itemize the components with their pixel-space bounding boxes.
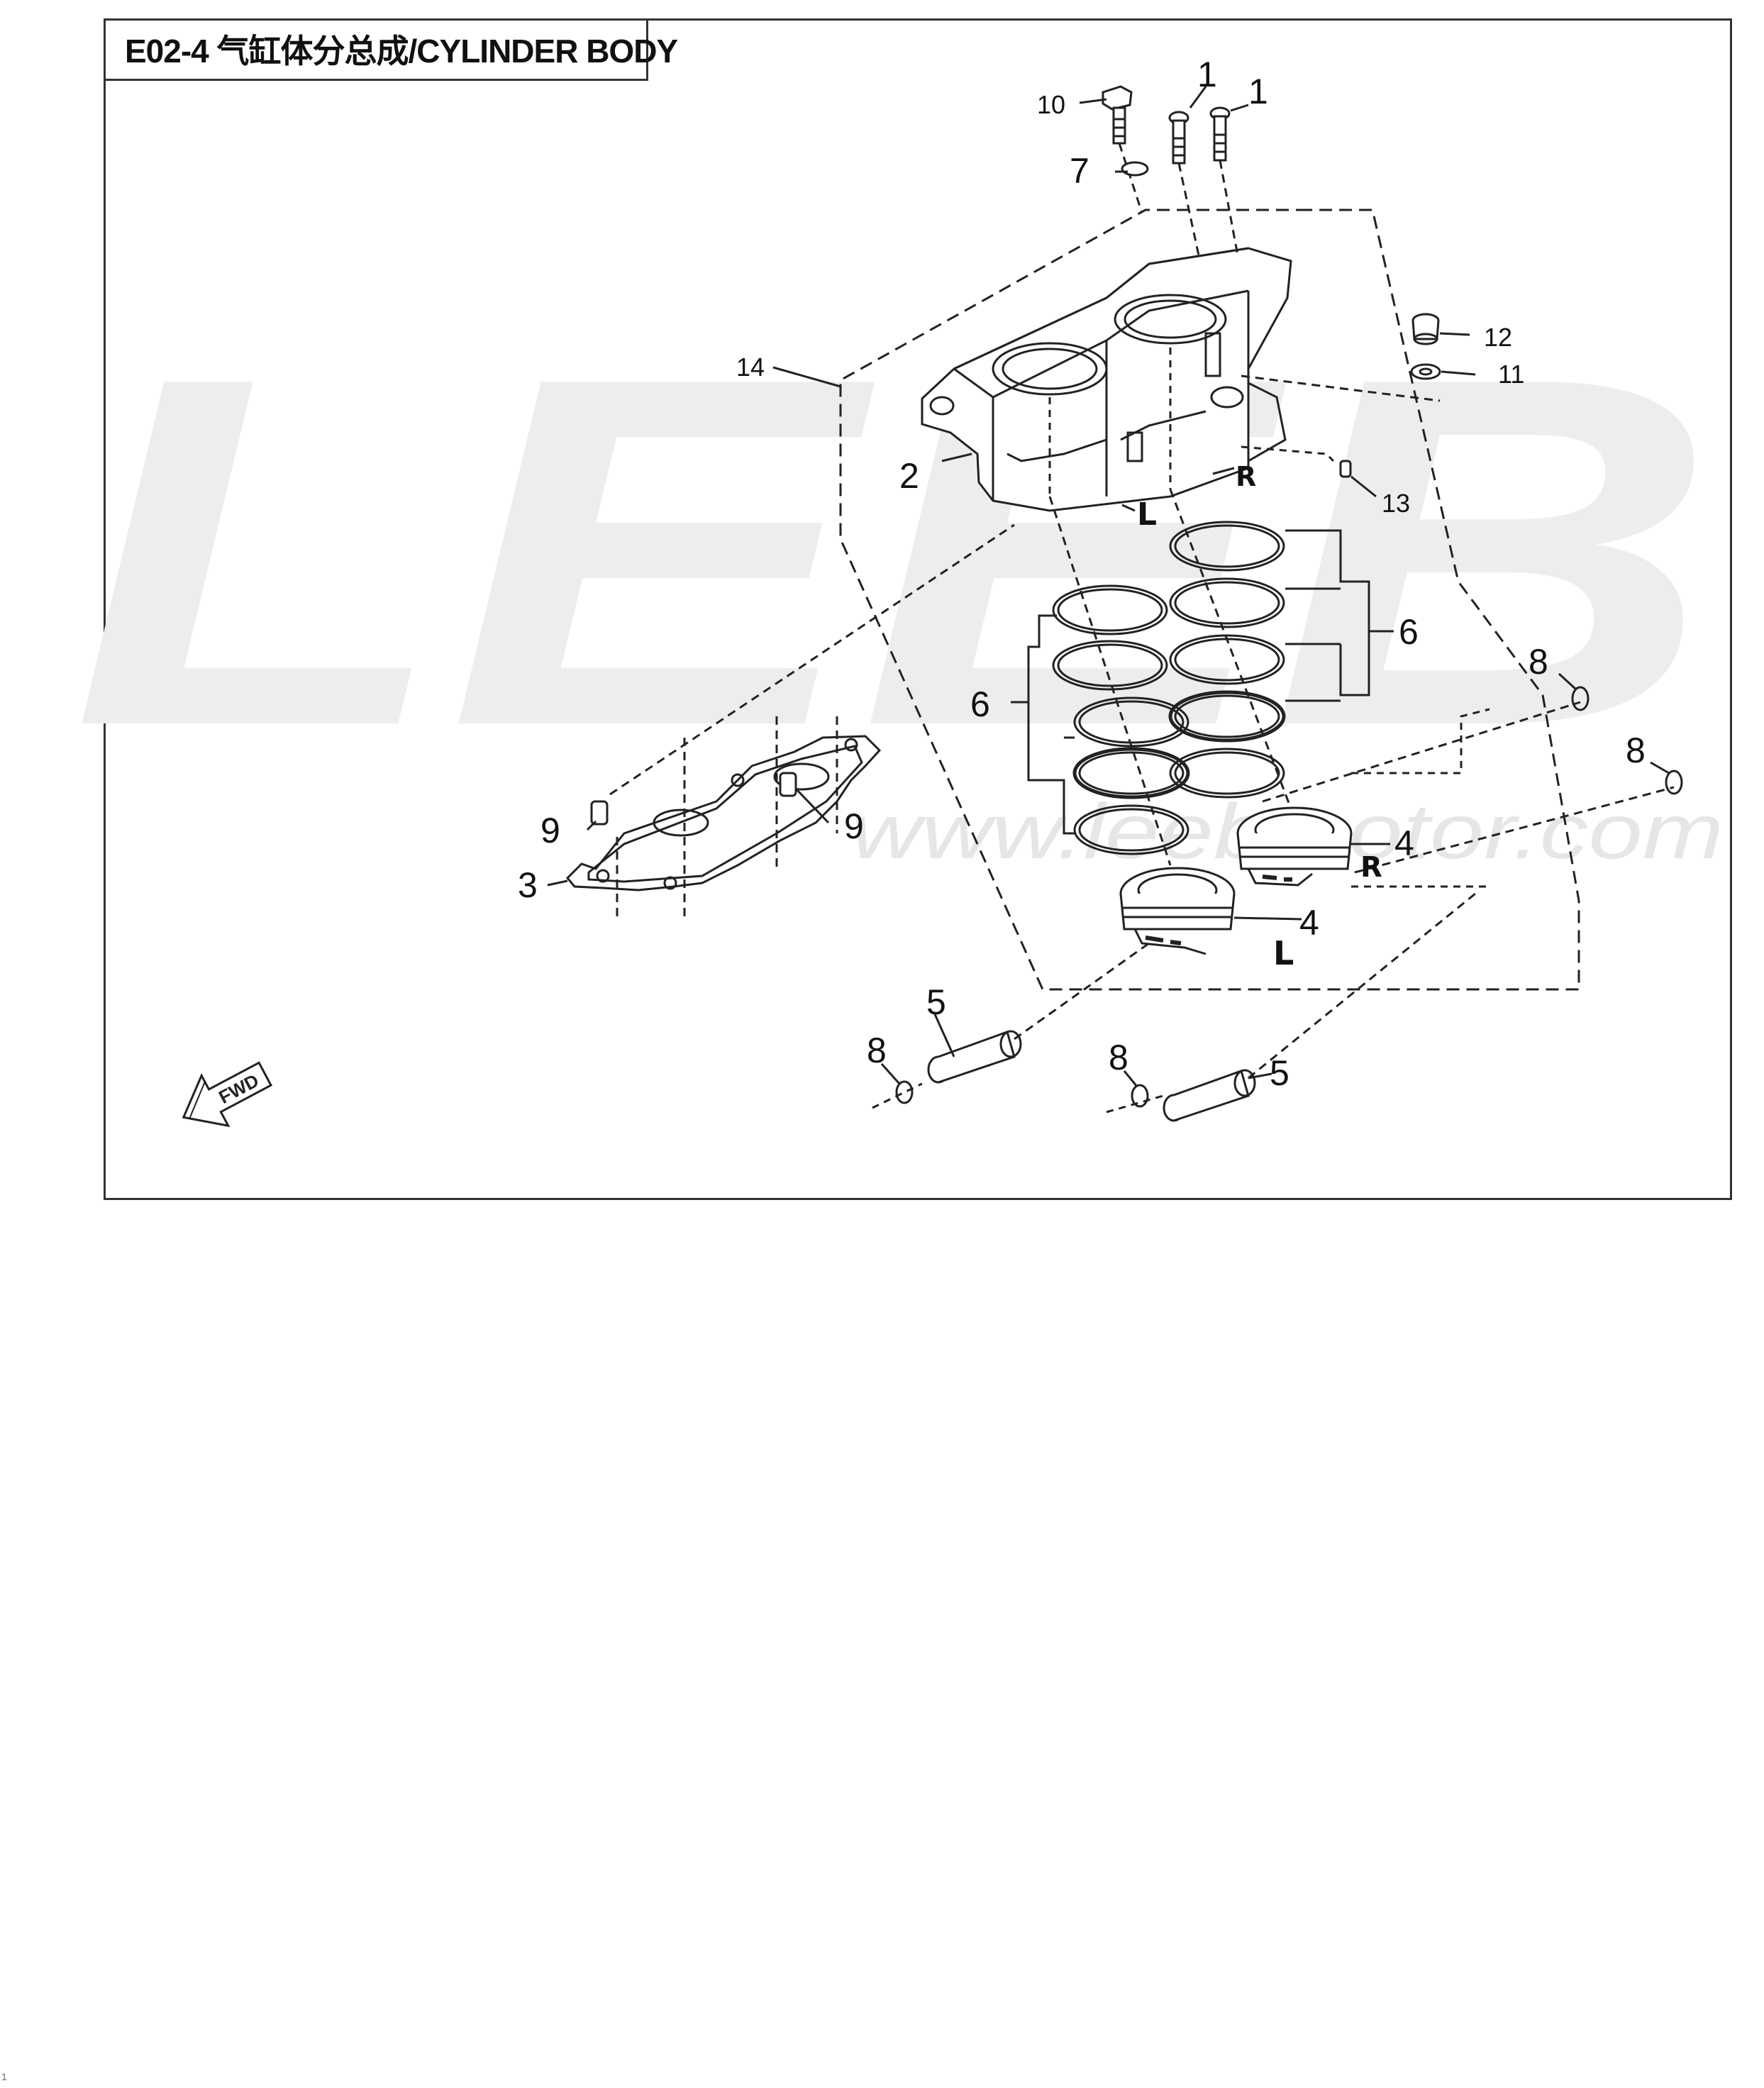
exploded-diagram: LEEB www.leebmotor.com [71,55,1724,1128]
callout-11: 11 [1498,360,1524,389]
piston-pin-5-right [1163,1069,1256,1122]
callout-9-right: 9 [844,806,864,846]
callout-13: 13 [1382,489,1410,518]
clip-8-left [895,1080,914,1104]
callout-1b: 1 [1248,72,1268,111]
watermark-logo: LEEB [71,274,1716,829]
mark-cyl-r: R [1236,461,1256,492]
callout-5-left: 5 [926,982,946,1022]
callout-8-left: 8 [867,1031,887,1070]
callout-1a: 1 [1197,55,1217,94]
cylinder-block [921,247,1292,512]
callout-6-right: 6 [1399,612,1419,652]
watermark: LEEB www.leebmotor.com [71,274,1724,875]
small-pin-13 [1339,460,1352,478]
plug-12 [1411,313,1440,345]
callout-10: 10 [1037,90,1065,119]
callout-12: 12 [1484,323,1512,352]
washer-7 [1121,161,1149,177]
mark-piston-r: R [1360,851,1382,884]
page-number: 1 [1,2071,7,2082]
callout-5-right: 5 [1270,1053,1289,1093]
bolt-1a [1168,111,1200,256]
fwd-arrow-icon: FWD [182,1061,273,1128]
diagram-frame [104,18,1732,1200]
clip-8-top-right [1571,686,1590,711]
mark-cyl-l: L [1137,496,1157,533]
callout-4-left: 4 [1299,903,1319,943]
assembly-boundary-14 [839,209,1580,991]
callout-6-left: 6 [970,684,990,724]
gasket-3 [565,523,1015,922]
piston-4-right [1236,806,1353,887]
washer-11 [1410,363,1441,380]
callout-8-right: 8 [1626,731,1646,770]
callout-3: 3 [518,865,538,905]
clip-8-middle [1131,1084,1149,1108]
piston-pin-5-left [927,1030,1022,1084]
dowel-9-right [779,772,797,797]
mark-piston-l: L [1273,934,1294,972]
clip-8-right [1665,770,1683,795]
page-title: E02-4 气缸体分总成/CYLINDER BODY [125,32,678,70]
callout-7: 7 [1070,151,1089,191]
callout-4-right: 4 [1394,823,1414,863]
bolt-1b [1209,106,1239,256]
callout-2: 2 [899,456,919,496]
piston-4-left [1119,867,1236,955]
callout-14: 14 [736,352,765,382]
stud-bolt-10 [1102,85,1143,213]
title-box: E02-4 气缸体分总成/CYLINDER BODY [104,18,678,81]
callout-8-middle: 8 [1109,1038,1128,1077]
callout-9-left: 9 [540,811,560,850]
callout-8-top-right: 8 [1529,642,1548,682]
piston-rings-right [1168,521,1286,799]
dowel-9-left [590,800,609,826]
